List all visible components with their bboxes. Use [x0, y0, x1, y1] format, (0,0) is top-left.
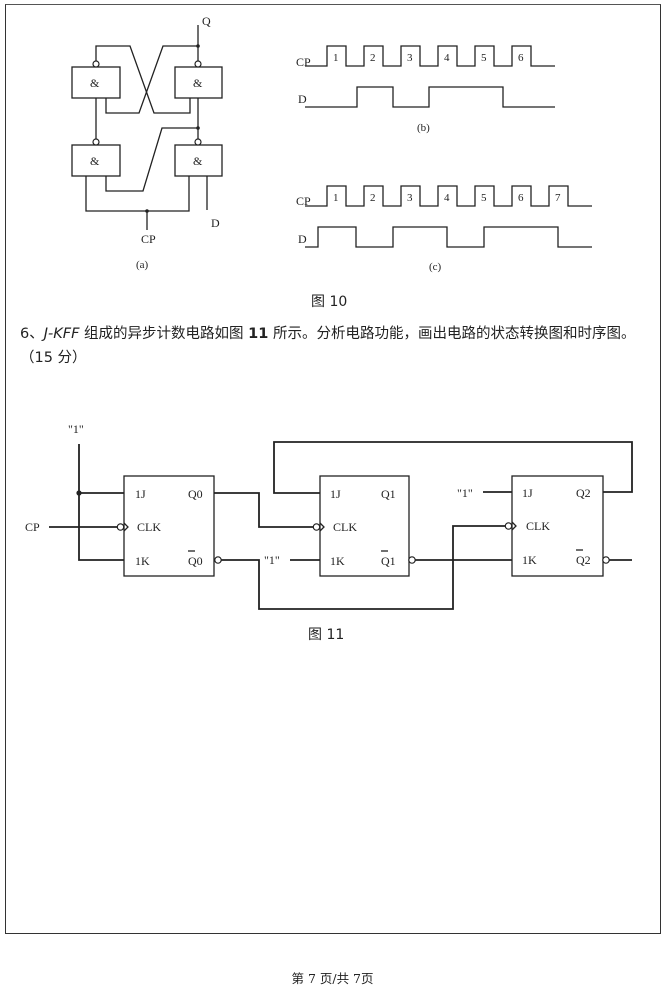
ff0-clk-label: CLK [137, 520, 161, 534]
const-one-wire [78, 444, 124, 561]
pulse-number: 3 [407, 52, 413, 64]
cp-waveform [305, 185, 592, 207]
q-label: Q [202, 14, 211, 28]
ff0-k-label: 1K [135, 554, 150, 568]
pulse-number: 6 [518, 52, 524, 64]
ff2-k-label: 1K [522, 553, 537, 567]
d-label: D [298, 92, 307, 106]
figure-11-caption: 图 11 [308, 627, 345, 643]
cp-label: CP [296, 55, 311, 69]
qbar-bubble [602, 556, 610, 564]
ff2-q-label: Q2 [576, 486, 591, 500]
gate-symbol: & [90, 76, 100, 90]
q0-to-ff1-clk-wire [214, 492, 313, 528]
pulse-number: 6 [518, 192, 524, 204]
inverter-bubble [92, 138, 100, 146]
cp-label: CP [25, 520, 40, 534]
inverter-bubble [194, 60, 202, 68]
pulse-number: 5 [481, 52, 487, 64]
cp-bus-wire [85, 176, 190, 212]
question-number: 6、 [20, 326, 44, 342]
const-one-label: "1" [457, 486, 473, 500]
cross-wire-left [95, 45, 191, 114]
figure-10b-timing: CP 1 2 3 4 5 6 D (b) [296, 45, 555, 134]
gate-symbol: & [90, 154, 100, 168]
d-label: D [211, 216, 220, 230]
pulse-number: 1 [333, 52, 339, 64]
question-6: 6、J-KFF 组成的异步计数电路如图 11 所示。分析电路功能，画出电路的状态… [20, 322, 660, 370]
ff1-j-label: 1J [330, 487, 341, 501]
q0bar-to-ff2-clk-wire [221, 525, 505, 610]
ff1-clk-label: CLK [333, 520, 357, 534]
subfigure-c-label: (c) [429, 261, 442, 273]
ff2-qbar-label: Q2 [576, 553, 591, 567]
pulse-number: 7 [555, 192, 561, 204]
qbar-bubble [214, 556, 222, 564]
ff2-j-label: 1J [522, 486, 533, 500]
pulse-number: 4 [444, 192, 450, 204]
const-one-label: "1" [264, 553, 280, 567]
qbar-bubble [408, 556, 416, 564]
ff0-qbar-label: Q0 [188, 554, 203, 568]
ff1-k-label: 1K [330, 554, 345, 568]
question-text-part2: 所示。分析电路功能，画出电路的状态转换图和时序图。 [268, 326, 636, 342]
figure-10-caption: 图 10 [311, 294, 348, 310]
d-label: D [298, 232, 307, 246]
figure-11-circuit: "1" CP 1J CLK 1K Q0 Q0 "1" 1J CLK 1K [25, 422, 633, 610]
inverter-bubble [92, 60, 100, 68]
ff1-q-label: Q1 [381, 487, 396, 501]
cp-label: CP [141, 232, 156, 246]
ff0-j-label: 1J [135, 487, 146, 501]
flipflop-ff1 [319, 475, 410, 577]
clock-triangle [123, 522, 129, 532]
question-text-part1: 组成的异步计数电路如图 [79, 326, 249, 342]
flipflop-ff2 [511, 475, 604, 577]
subfigure-b-label: (b) [417, 122, 430, 134]
question-points: （15 分） [20, 350, 87, 366]
d-waveform [305, 226, 592, 248]
page-footer: 第 7 页/共 7页 [291, 971, 374, 986]
ff2-clk-label: CLK [526, 519, 550, 533]
cp-waveform [305, 45, 555, 67]
figure-10a-circuit: & & & & Q CP D (a) [71, 14, 223, 271]
d-waveform [305, 86, 555, 108]
gate-symbol: & [193, 154, 203, 168]
circuit-type: J-KFF [43, 326, 80, 342]
clock-triangle [319, 522, 325, 532]
flipflop-ff0 [123, 475, 215, 577]
pulse-number: 3 [407, 192, 413, 204]
clock-bubble [312, 523, 321, 531]
diagonal-wire [105, 127, 198, 192]
page-frame [5, 4, 661, 934]
figure-ref: 11 [248, 326, 269, 342]
pulse-number: 5 [481, 192, 487, 204]
q2-feedback-wire [273, 441, 633, 494]
cp-label: CP [296, 194, 311, 208]
pulse-number: 2 [370, 192, 376, 204]
clock-triangle [511, 521, 517, 531]
ff0-q-label: Q0 [188, 487, 203, 501]
inverter-bubble [194, 138, 202, 146]
gate-symbol: & [193, 76, 203, 90]
clock-bubble [116, 523, 125, 531]
pulse-number: 2 [370, 52, 376, 64]
subfigure-a-label: (a) [136, 259, 149, 271]
cross-wire-right [105, 45, 198, 114]
pulse-number: 1 [333, 192, 339, 204]
figure-10c-timing: CP 1 2 3 4 5 6 7 D (c) [296, 185, 592, 273]
clock-bubble [504, 522, 513, 530]
ff1-qbar-label: Q1 [381, 554, 396, 568]
const-one-label: "1" [68, 422, 84, 436]
pulse-number: 4 [444, 52, 450, 64]
